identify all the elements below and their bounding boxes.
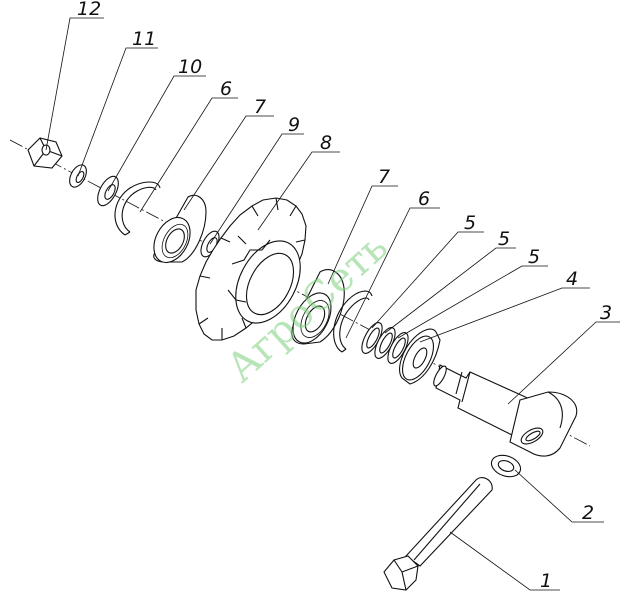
label-4: 4 <box>566 268 578 290</box>
label-5c: 5 <box>528 246 540 268</box>
part-3-axle <box>433 364 578 457</box>
label-6b: 6 <box>418 188 430 210</box>
label-10: 10 <box>178 56 202 78</box>
label-5b: 5 <box>498 228 510 250</box>
label-6: 6 <box>220 78 232 100</box>
label-7: 7 <box>254 96 266 118</box>
label-1: 1 <box>540 570 552 592</box>
label-9: 9 <box>288 114 300 136</box>
label-7b: 7 <box>378 166 390 188</box>
label-5a: 5 <box>464 212 476 234</box>
part-7-bearing-left <box>153 194 207 264</box>
part-7-bearing-right <box>291 269 345 345</box>
part-8-sprocket <box>195 197 307 341</box>
label-11: 11 <box>132 28 156 50</box>
part-6-retaining-ring-left <box>114 181 161 236</box>
part-12-hex-nut <box>27 137 63 169</box>
part-6-retaining-ring-right <box>333 290 373 353</box>
label-12: 12 <box>77 0 101 20</box>
label-8: 8 <box>320 132 332 154</box>
label-3: 3 <box>600 302 612 324</box>
label-2: 2 <box>582 502 594 524</box>
part-1-bolt <box>383 477 493 591</box>
part-2-washer <box>490 454 522 478</box>
part-4-thrust-washer <box>399 328 441 385</box>
position-labels: 12 11 10 6 7 9 8 7 6 5 5 5 4 3 2 1 <box>77 0 612 592</box>
leader-lines <box>45 17 620 591</box>
